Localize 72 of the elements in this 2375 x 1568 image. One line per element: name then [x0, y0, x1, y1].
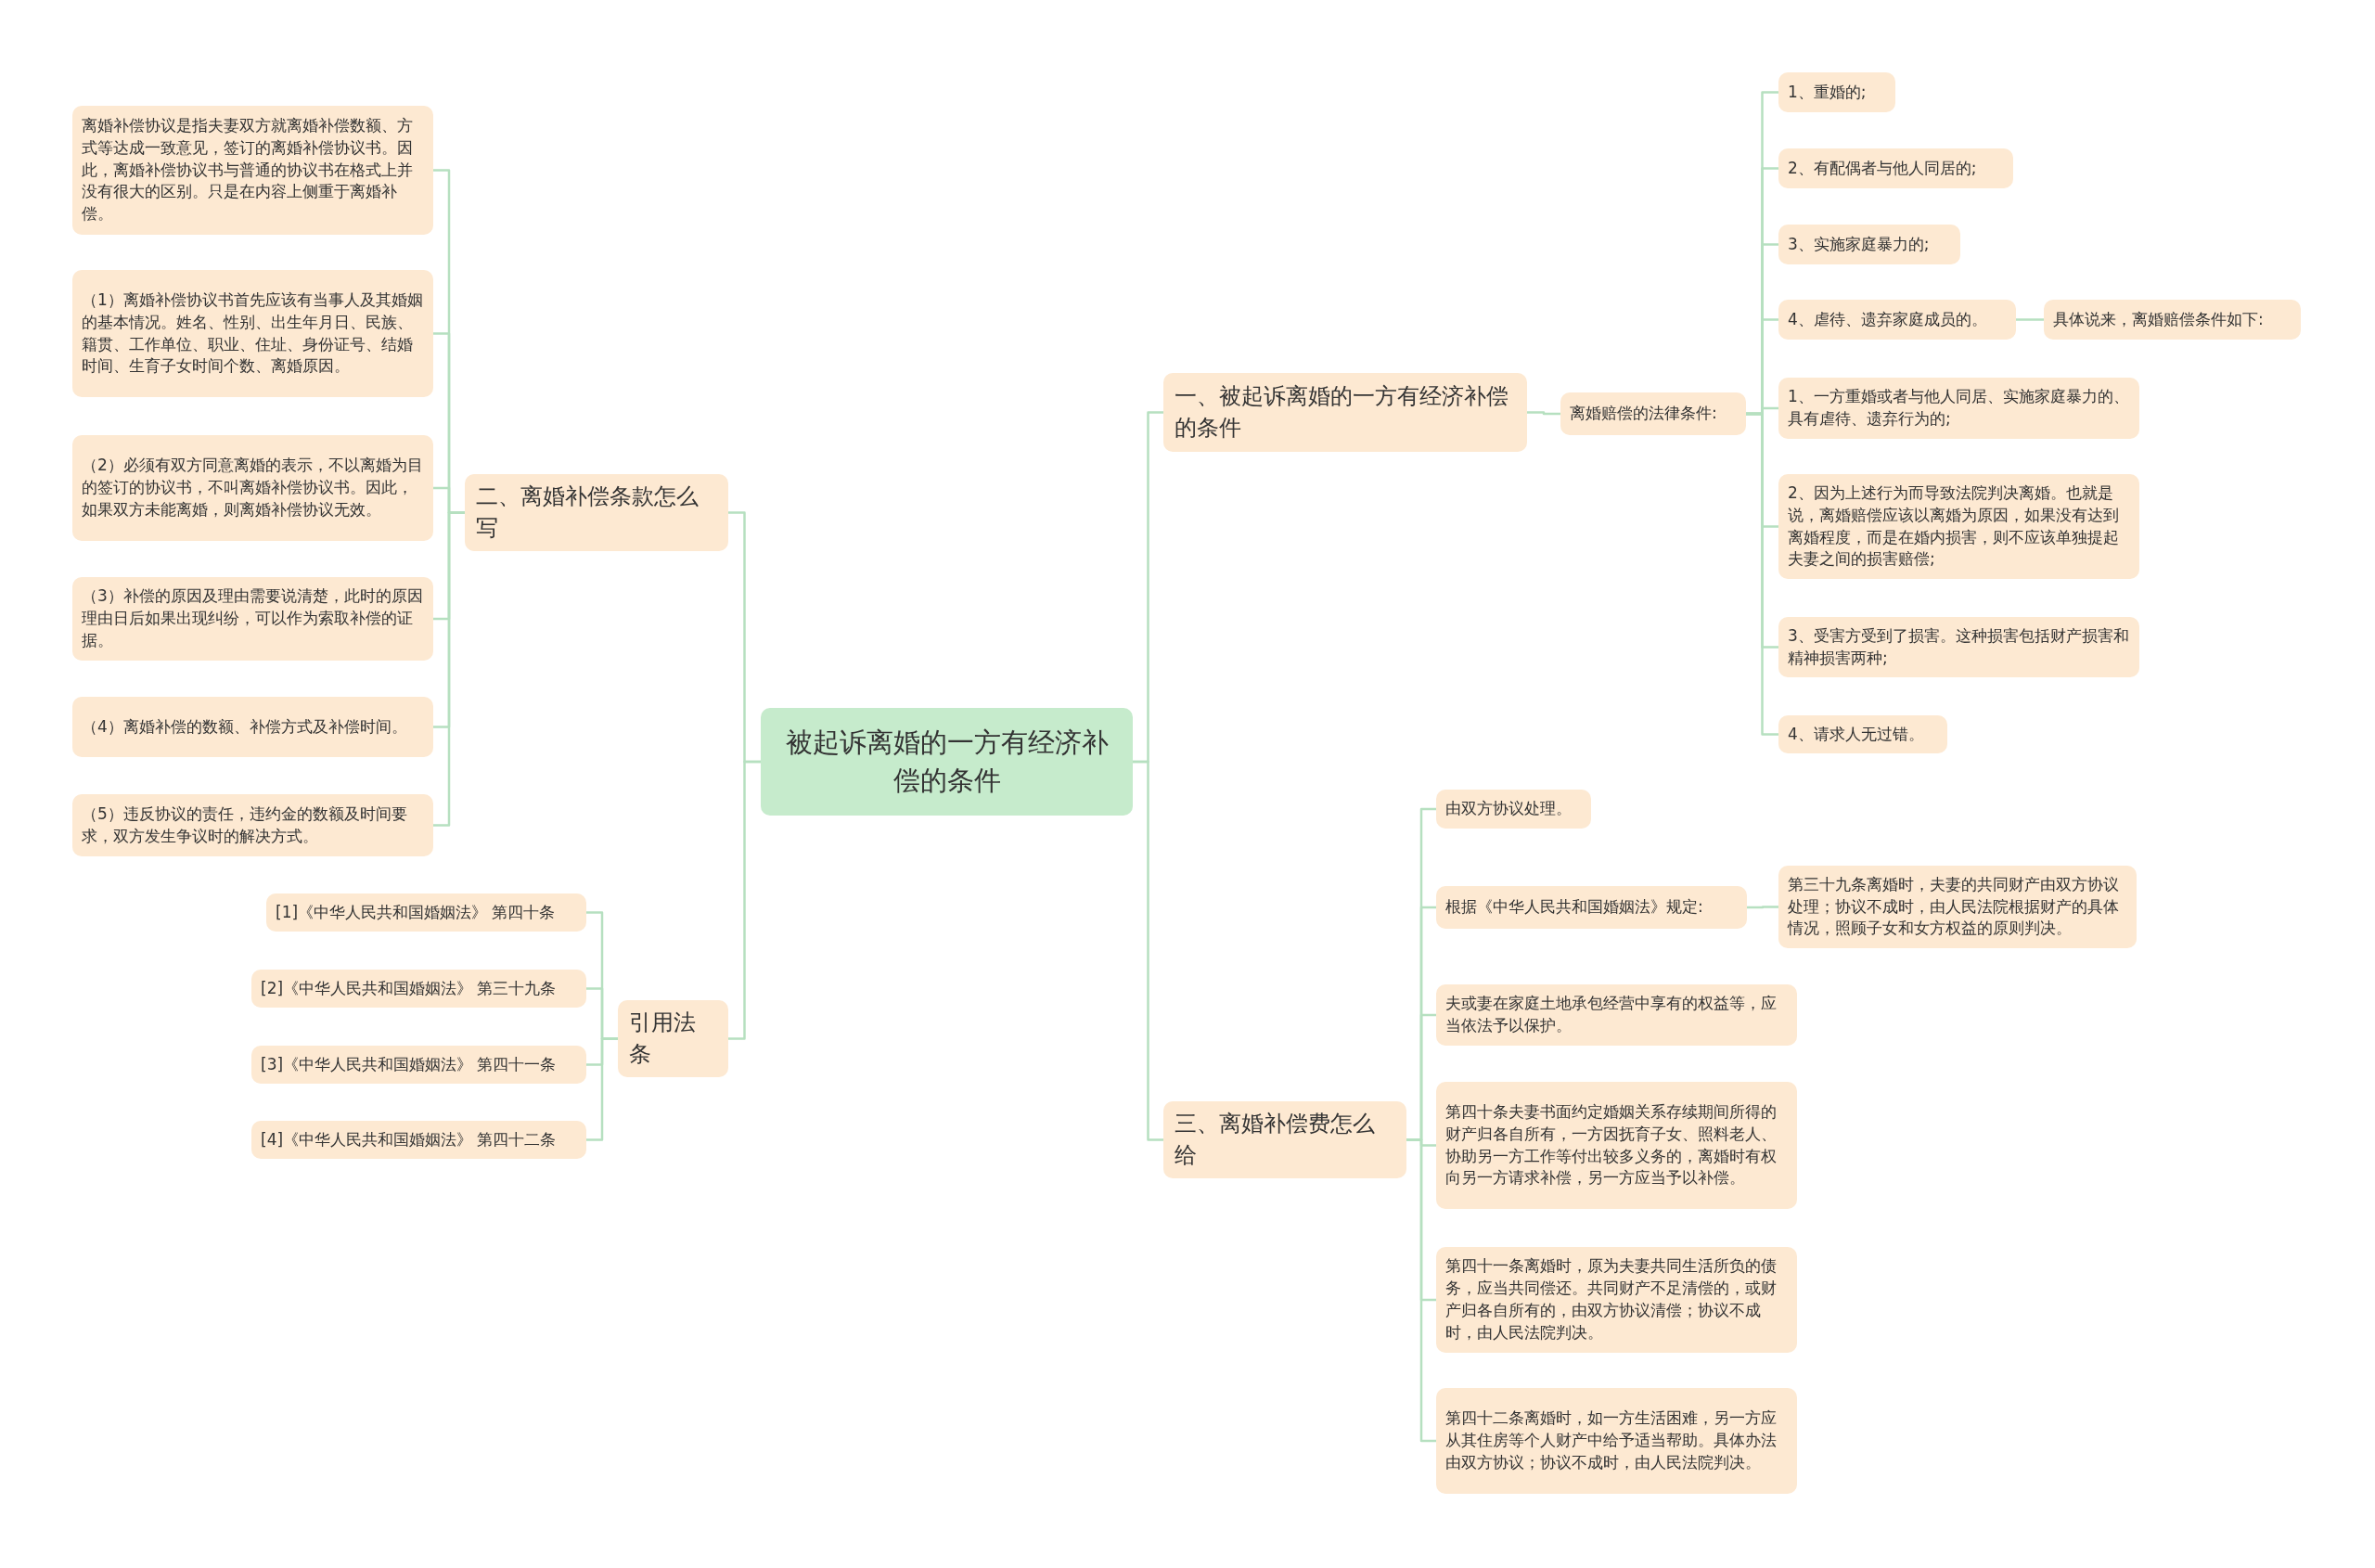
topic-text: 3、受害方受到了损害。这种损害包括财产损害和精神损害两种;	[1788, 624, 2130, 669]
connector-line	[1406, 1138, 1436, 1443]
topic-text: 三、离婚补偿费怎么给	[1175, 1110, 1376, 1170]
topic-box	[1778, 225, 1960, 264]
central-topic	[761, 708, 1133, 816]
topic-box	[1436, 1247, 1797, 1353]
connector-line	[433, 511, 465, 827]
branch-topic	[465, 474, 728, 552]
topic-box	[72, 794, 433, 856]
topic-box	[72, 577, 433, 661]
topic-text: 第四十二条离婚时，如一方生活困难，另一方应从其住房等个人财产中给予适当帮助。具体办法由双方协议；协议不成时，由人民法院判决。	[1445, 1407, 1778, 1473]
branch-topic	[1163, 373, 1527, 452]
topic-box	[1778, 617, 2139, 677]
topic-box	[72, 106, 433, 235]
topic-text: [3]《中华人民共和国婚姻法》 第四十一条	[261, 1053, 557, 1075]
topic-text: 4、请求人无过错。	[1788, 723, 1924, 745]
topic-text: 1、一方重婚或者与他人同居、实施家庭暴力的、具有虐待、遗弃行为的;	[1788, 386, 2130, 430]
topic-text: 第三十九条离婚时，夫妻的共同财产由双方协议处理；协议不成时，由人民法院根据财产的具体情况，照顾子女和女方权益的原则判决。	[1788, 873, 2120, 940]
topic-box	[72, 697, 433, 757]
topic-box	[251, 970, 586, 1008]
topic-box	[251, 1121, 586, 1159]
topic-text: （5）违反协议的责任，违约金的数额及时间要求，双方发生争议时的解决方式。	[82, 803, 408, 847]
topic-text: 被起诉离婚的一方有经济补偿的条件	[784, 726, 1110, 798]
connector-line	[1133, 760, 1163, 1141]
topic-box	[251, 1046, 586, 1084]
topic-text: 3、实施家庭暴力的;	[1788, 233, 1930, 255]
topic-text: 二、离婚补偿条款怎么写	[476, 482, 700, 543]
topic-box	[72, 270, 433, 397]
topic-text: 2、有配偶者与他人同居的;	[1788, 157, 1977, 179]
topic-box	[1778, 300, 2016, 340]
topic-text: 夫或妻在家庭土地承包经营中享有的权益等，应当依法予以保护。	[1445, 993, 1778, 1036]
topic-text: 离婚补偿协议是指夫妻双方就离婚补偿数额、方式等达成一致意见，签订的离婚补偿协议书。因此，离婚补偿协议书与普通的协议书在格式上并没有很大的区别。只是在内容上侧重于离婚补偿。	[82, 115, 414, 225]
topic-text: （2）必须有双方同意离婚的表示，不以离婚为目的签订的协议书，不叫离婚补偿协议书。因此，如果双方未能离婚，则离婚补偿协议无效。	[82, 455, 424, 521]
topic-box	[1778, 378, 2139, 439]
topic-text: 一、被起诉离婚的一方有经济补偿的条件	[1175, 381, 1509, 443]
topic-box	[1778, 715, 1947, 753]
topic-text: （1）离婚补偿协议书首先应该有当事人及其婚姻的基本情况。姓名、性别、出生年月日、民族、籍贯、工作单位、职业、住址、身份证号、结婚时间、生育子女时间个数、离婚原因。	[82, 289, 424, 378]
topic-box	[1778, 148, 2013, 188]
topic-text: 第四十条夫妻书面约定婚姻关系存续期间所得的财产归各自所有，一方因抚育子女、照料老人、协助另一方工作等付出较多义务的，离婚时有权向另一方请求补偿，另一方应当予以补偿。	[1445, 1100, 1778, 1189]
topic-box	[1436, 886, 1747, 929]
topic-box	[1778, 866, 2137, 948]
topic-text: 第四十一条离婚时，原为夫妻共同生活所负的债务，应当共同偿还。共同财产不足清偿的，或财产归各自所有的，由双方协议清偿；协议不成时，由人民法院判决。	[1445, 1255, 1778, 1343]
topic-text: 1、重婚的;	[1788, 81, 1867, 103]
topic-box	[1778, 72, 1895, 112]
topic-box	[1436, 984, 1797, 1046]
topic-box	[1436, 1082, 1797, 1209]
topic-text: （4）离婚补偿的数额、补偿方式及补偿时间。	[82, 715, 407, 738]
topic-text: 2、因为上述行为而导致法院判决离婚。也就是说，离婚赔偿应该以离婚为原因，如果没有达到离婚程度，而是在婚内损害，则不应该单独提起夫妻之间的损害赔偿;	[1788, 482, 2120, 571]
topic-text: 4、虐待、遗弃家庭成员的。	[1788, 308, 1987, 330]
connector-line	[1746, 412, 1778, 736]
topic-text: 具体说来，离婚赔偿条件如下:	[2053, 308, 2264, 330]
topic-box	[72, 435, 433, 541]
topic-box	[1778, 474, 2139, 579]
branch-topic	[618, 1000, 728, 1078]
topic-text: （3）补偿的原因及理由需要说清楚，此时的原因理由日后如果出现纠纷，可以作为索取补偿的证据。	[82, 585, 424, 651]
topic-text: 离婚赔偿的法律条件:	[1570, 403, 1717, 425]
connector-line	[1527, 411, 1560, 416]
connector-line	[728, 760, 761, 1040]
topic-box	[1436, 790, 1591, 829]
topic-box	[266, 893, 586, 932]
connector-line	[2016, 318, 2044, 321]
topic-text: [1]《中华人民共和国婚姻法》 第四十条	[276, 901, 556, 923]
connector-line	[1747, 906, 1778, 909]
topic-text: [4]《中华人民共和国婚姻法》 第四十二条	[261, 1128, 557, 1150]
topic-text: 根据《中华人民共和国婚姻法》规定:	[1445, 896, 1703, 919]
topic-box	[1560, 392, 1746, 435]
topic-text: 引用法条	[629, 1009, 697, 1069]
topic-box	[2044, 300, 2301, 340]
topic-text: [2]《中华人民共和国婚姻法》 第三十九条	[261, 977, 557, 999]
topic-box	[1436, 1388, 1797, 1494]
topic-text: 由双方协议处理。	[1445, 798, 1572, 820]
branch-topic	[1163, 1101, 1406, 1179]
